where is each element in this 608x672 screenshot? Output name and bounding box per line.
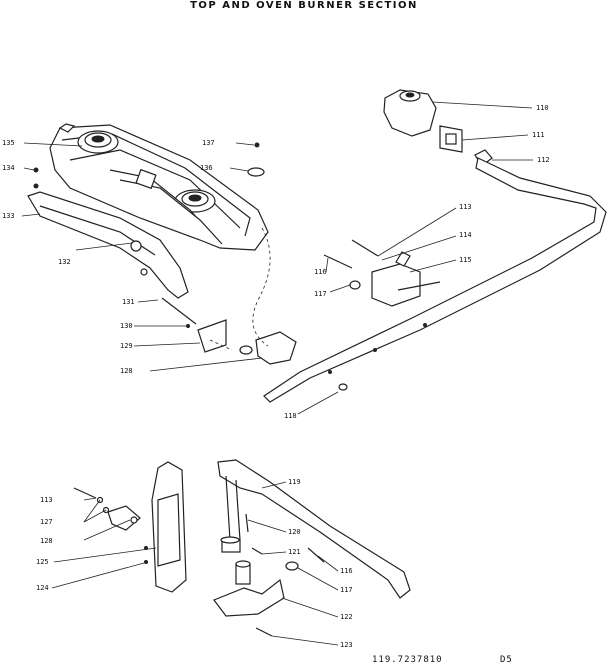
label-128b: 128 [40,537,53,545]
diagram-title: TOP AND OVEN BURNER SECTION [190,0,418,11]
label-136: 136 [200,164,213,172]
drawing-number: 119.7237810 [372,655,443,665]
label-122: 122 [340,613,353,621]
gas-manifold [263,157,607,403]
pilot-assembly [161,227,348,391]
label-132: 132 [58,258,71,266]
label-112: 112 [537,156,550,164]
label-113b: 113 [40,496,53,504]
oven-burner-assembly [73,459,411,637]
label-120: 120 [288,528,301,536]
label-111: 111 [532,131,545,139]
label-130: 130 [120,322,133,330]
label-135: 135 [2,139,15,147]
label-117b: 117 [340,586,353,594]
label-114: 114 [459,231,472,239]
label-113a: 113 [459,203,472,211]
label-127: 127 [40,518,53,526]
label-116b: 116 [340,567,353,575]
regulator-assembly [383,89,493,167]
label-117a: 117 [314,290,327,298]
label-128a: 128 [120,367,133,375]
oven-valve [323,239,441,307]
label-137: 137 [202,139,215,147]
label-124: 124 [36,584,49,592]
label-121: 121 [288,548,301,556]
label-129: 129 [120,342,133,350]
top-burner-assembly [27,123,269,299]
label-123: 123 [340,641,353,649]
label-133: 133 [2,212,15,220]
leader-lines [21,101,533,646]
sheet-number: D5 [500,655,513,665]
label-115: 115 [459,256,472,264]
label-134: 134 [2,164,15,172]
label-125: 125 [36,558,49,566]
label-110: 110 [536,104,549,112]
label-119: 119 [288,478,301,486]
label-118: 118 [284,412,297,420]
label-131: 131 [122,298,135,306]
label-116a: 116 [314,268,327,276]
